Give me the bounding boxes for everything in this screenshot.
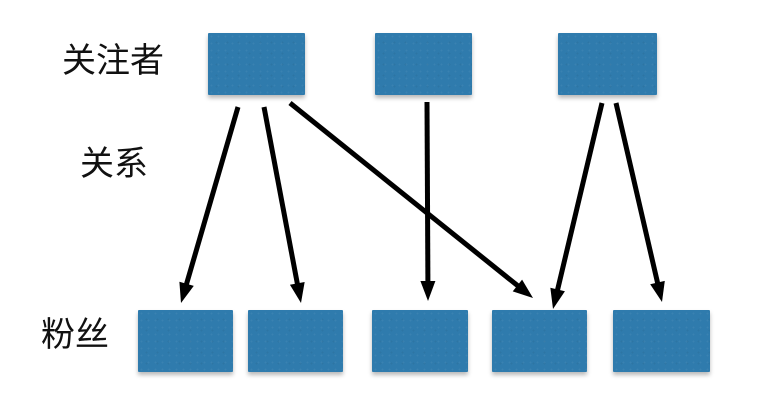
arrowhead: [550, 287, 565, 309]
label-relationship: 关系: [80, 145, 148, 183]
arrowhead: [420, 280, 436, 301]
arrowhead: [650, 280, 665, 302]
node-fan-4: [492, 310, 587, 372]
arrowhead: [512, 279, 533, 298]
node-fan-1: [138, 310, 233, 372]
arrow-follower-1-to-fan-4: [288, 101, 533, 298]
arrow-follower-1-to-fan-2: [261, 106, 305, 303]
label-followers: 关注者: [62, 42, 164, 80]
node-fan-2: [248, 310, 343, 372]
node-fan-5: [613, 310, 710, 372]
label-fans: 粉丝: [41, 316, 109, 354]
arrowhead: [179, 281, 194, 303]
arrow-follower-2-to-fan-3: [420, 101, 436, 301]
arrow-follower-1-to-fan-1: [179, 106, 241, 303]
arrowhead: [289, 281, 305, 303]
arrow-follower-3-to-fan-5: [613, 102, 665, 302]
node-follower-3: [558, 33, 657, 95]
node-fan-3: [372, 310, 468, 372]
node-follower-1: [208, 33, 305, 95]
arrow-follower-3-to-fan-4: [550, 102, 605, 309]
node-follower-2: [375, 33, 472, 95]
